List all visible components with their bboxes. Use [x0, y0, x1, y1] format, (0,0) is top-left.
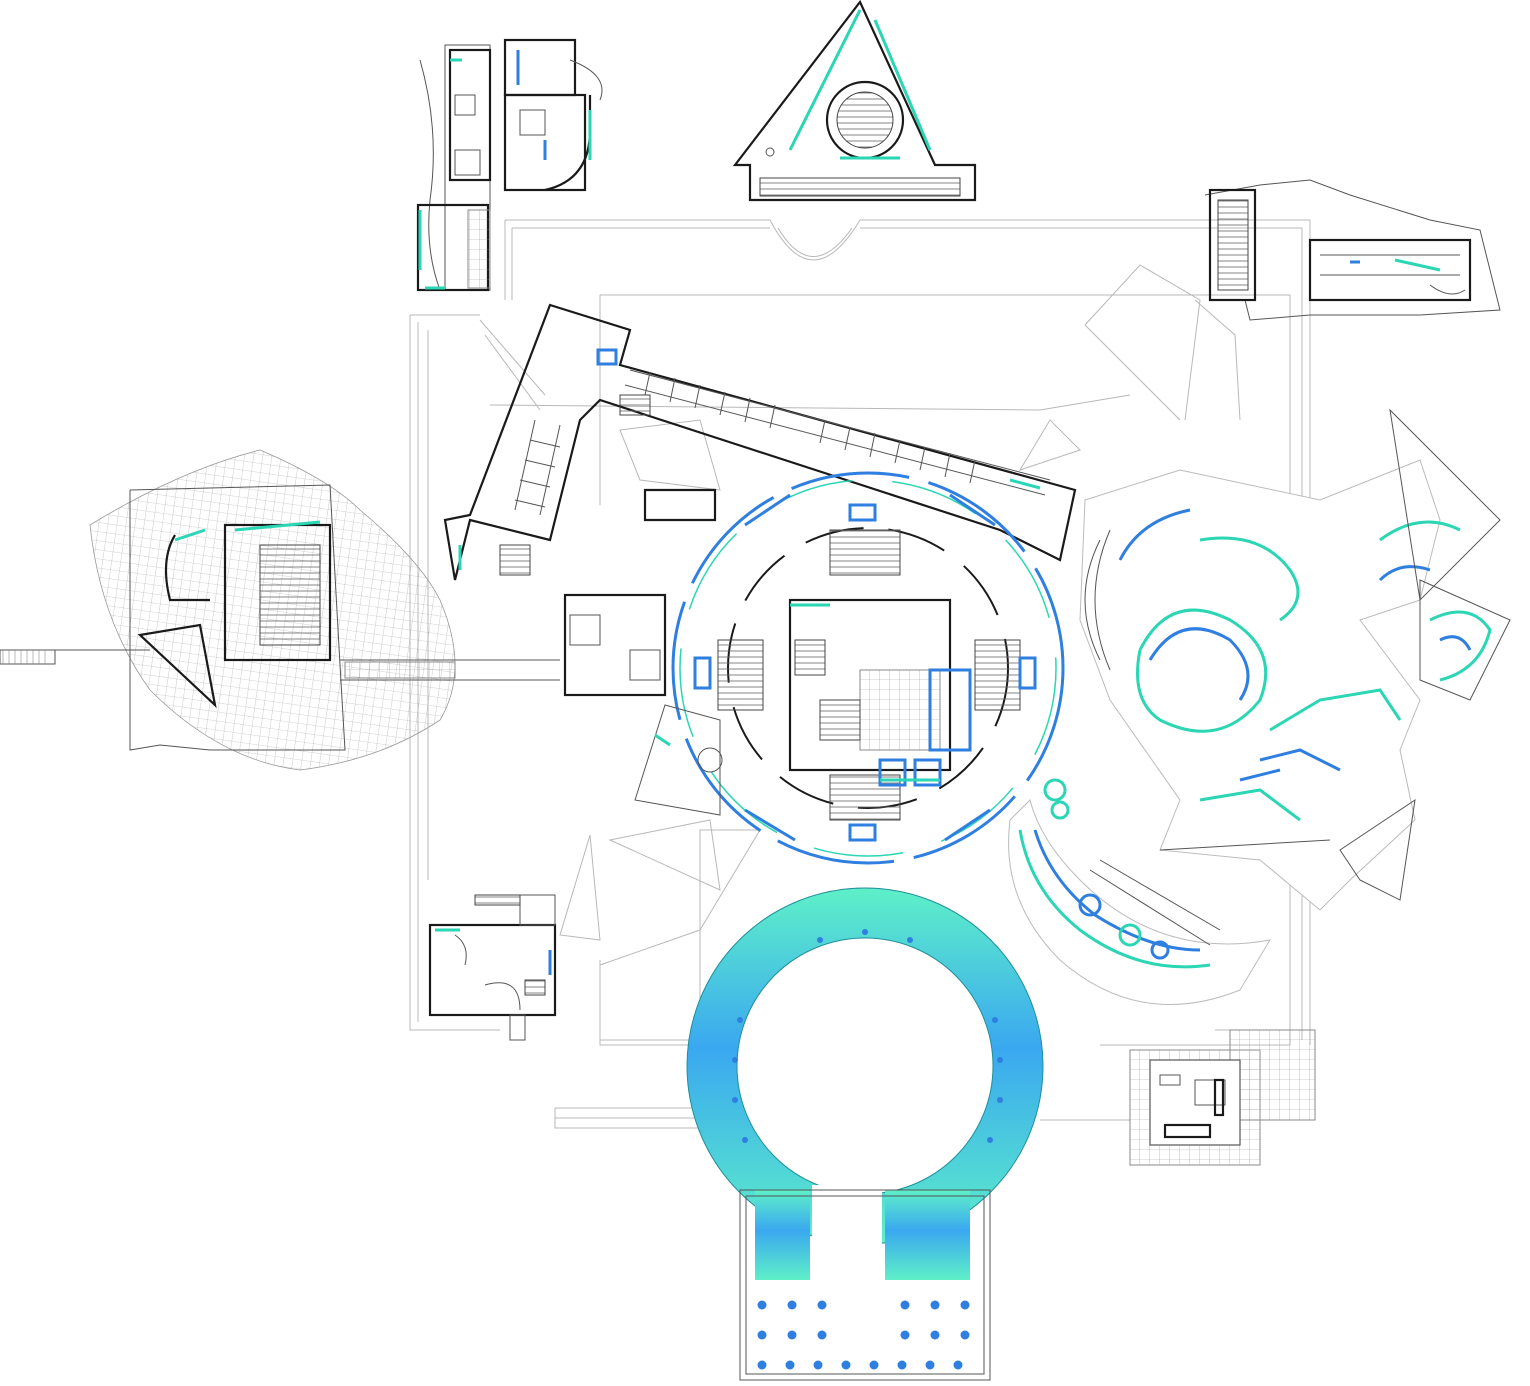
triangle-auditorium-plan: [732, 0, 977, 202]
gallery-plan-top-right: [1204, 179, 1501, 321]
villa-plan-bottom-left: [428, 894, 557, 1041]
theater-with-mesh-roof: [0, 449, 560, 771]
ring-rotunda-bottom: [686, 887, 1044, 1381]
grid-pavilion-bottom-right: [1129, 1029, 1316, 1166]
portico-columns: [757, 1300, 970, 1370]
house-plan-top-left: [416, 38, 603, 292]
central-rotunda: [563, 471, 1065, 865]
arc-plan-lower-right: [1008, 778, 1271, 1005]
fragmented-plans-right: [1079, 408, 1511, 911]
dormitory-wing: [443, 303, 1077, 581]
